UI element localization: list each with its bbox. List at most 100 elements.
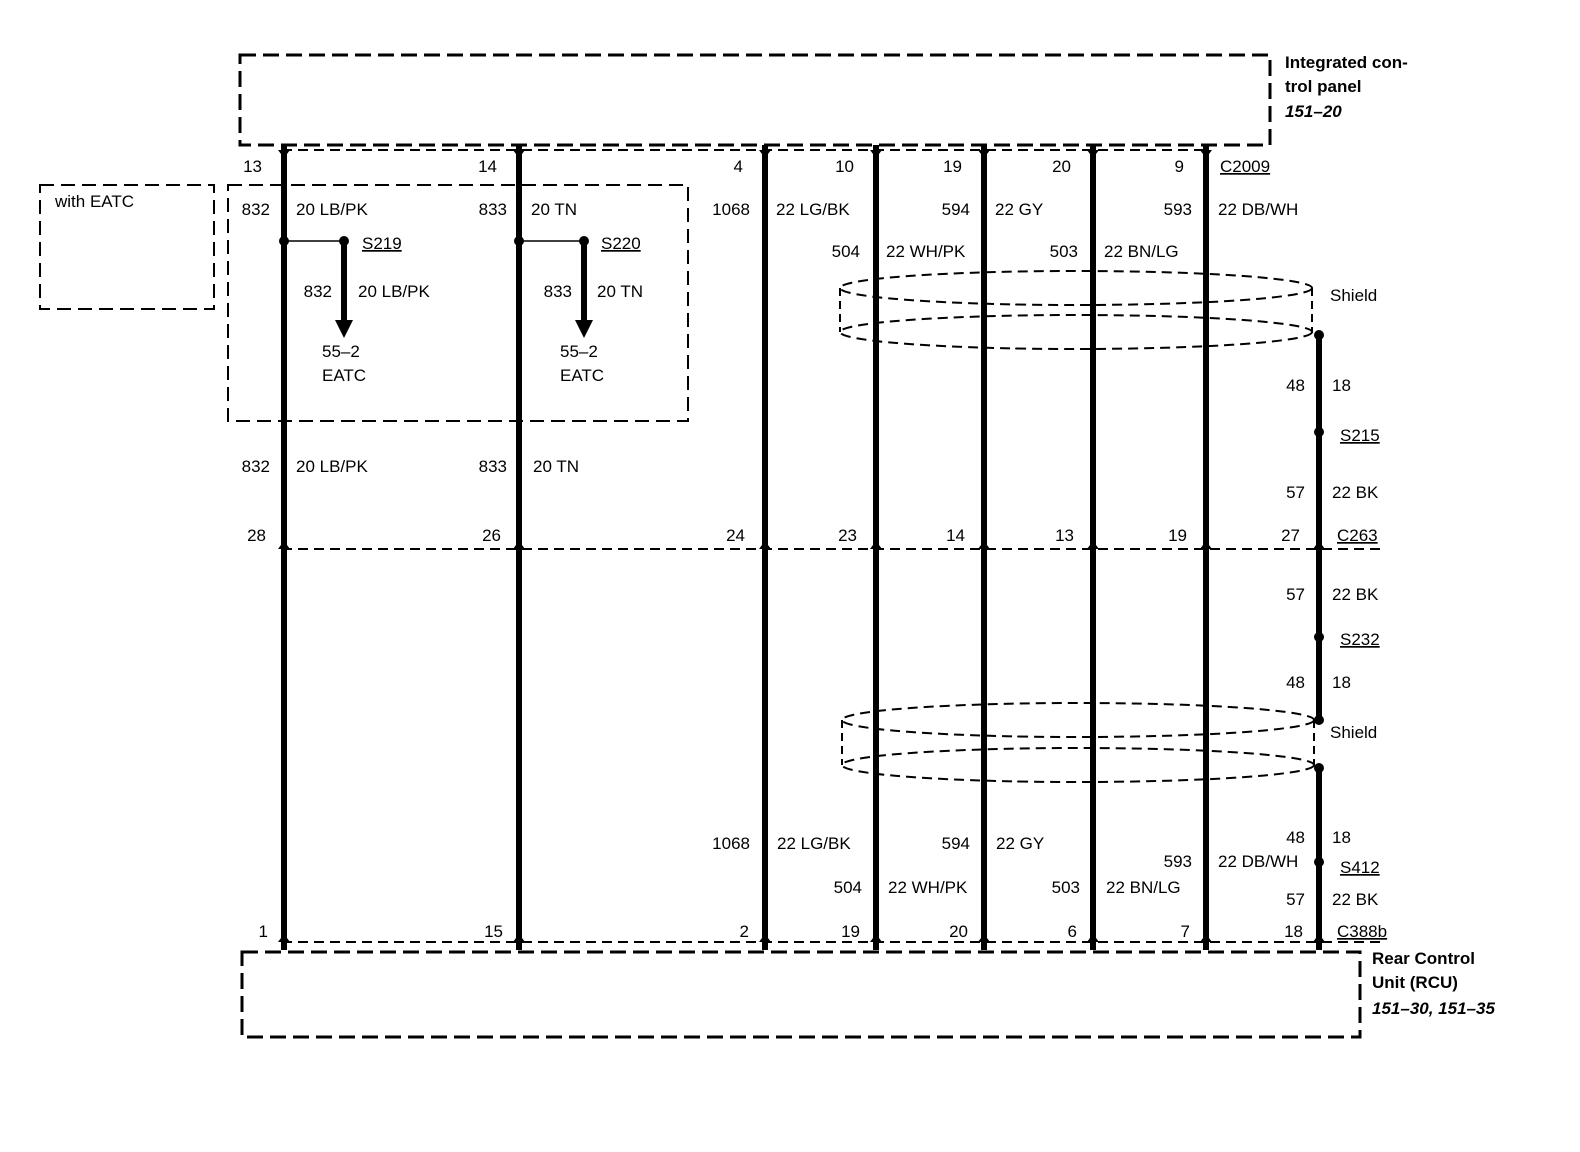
connector-c388b: C388b xyxy=(1337,922,1387,941)
splice-s219-dest2: EATC xyxy=(322,366,366,385)
eatc-option-box xyxy=(227,184,689,422)
top-pin-594: 19 xyxy=(943,157,962,176)
drain-lower-circuit-57: 57 xyxy=(1286,890,1305,909)
mid-pin-832: 28 xyxy=(247,526,266,545)
lower-circuit-594: 594 xyxy=(942,834,970,853)
drain-mid-circuit-57: 57 xyxy=(1286,585,1305,604)
upper-circuit-504: 504 xyxy=(832,242,860,261)
bottom-pin-503: 6 xyxy=(1068,922,1077,941)
bottom-pin-504: 19 xyxy=(841,922,860,941)
bottom-pin-833: 15 xyxy=(484,922,503,941)
drain-lower-gauge-18: 18 xyxy=(1332,828,1351,847)
connector-c263: C263 xyxy=(1337,526,1378,545)
splice-s215-dot xyxy=(1314,427,1324,437)
bottom-pin-832: 1 xyxy=(259,922,268,941)
upper-gauge-1068: 22 LG/BK xyxy=(776,200,850,219)
splice-s232-dot xyxy=(1314,632,1324,642)
lower-circuit-1068: 1068 xyxy=(712,834,750,853)
splice-s232-name: S232 xyxy=(1340,630,1380,649)
shield-lower xyxy=(841,702,1324,783)
splice-s220-dest1: 55–2 xyxy=(560,342,598,361)
lower-gauge-1068: 22 LG/BK xyxy=(777,834,851,853)
lower-gauge-593: 22 DB/WH xyxy=(1218,852,1298,871)
upper-gauge-503: 22 BN/LG xyxy=(1104,242,1179,261)
splice-s219-circuit: 832 xyxy=(304,282,332,301)
upper-circuit-503: 503 xyxy=(1050,242,1078,261)
with-eatc-label: with EATC xyxy=(54,192,134,211)
drain-upper-gauge-22bk: 22 BK xyxy=(1332,483,1379,502)
upper-gauge-832: 20 LB/PK xyxy=(296,200,368,219)
splice-s220-name: S220 xyxy=(601,234,641,253)
below-eatc-gauge-832: 20 LB/PK xyxy=(296,457,368,476)
mid-pin-504: 23 xyxy=(838,526,857,545)
upper-gauge-594: 22 GY xyxy=(995,200,1043,219)
rcu-title-line1: Rear Control xyxy=(1372,949,1475,968)
mid-pin-1068: 24 xyxy=(726,526,745,545)
mid-pin-833: 26 xyxy=(482,526,501,545)
drain-upper-circuit-48: 48 xyxy=(1286,376,1305,395)
shield-upper xyxy=(839,270,1324,350)
lower-circuit-504: 504 xyxy=(834,878,862,897)
upper-circuit-594: 594 xyxy=(942,200,970,219)
icp-title-line2: trol panel xyxy=(1285,77,1362,96)
bottom-pin-594: 20 xyxy=(949,922,968,941)
drain-upper-circuit-57: 57 xyxy=(1286,483,1305,502)
splice-s220-circuit: 833 xyxy=(544,282,572,301)
icp-title-line1: Integrated con- xyxy=(1285,53,1408,72)
splice-s412-name: S412 xyxy=(1340,858,1380,877)
bottom-pin-drain: 18 xyxy=(1284,922,1303,941)
splice-s219-gauge: 20 LB/PK xyxy=(358,282,430,301)
drain-mid-circuit-48: 48 xyxy=(1286,673,1305,692)
lower-circuit-503: 503 xyxy=(1052,878,1080,897)
upper-circuit-593: 593 xyxy=(1164,200,1192,219)
splice-s219 xyxy=(279,236,353,338)
shield-upper-label: Shield xyxy=(1330,286,1377,305)
splice-s219-name: S219 xyxy=(362,234,402,253)
below-eatc-circuit-833: 833 xyxy=(479,457,507,476)
pin-arrows-mid xyxy=(278,541,1325,549)
lower-circuit-593: 593 xyxy=(1164,852,1192,871)
top-pin-593: 9 xyxy=(1175,157,1184,176)
top-pin-1068: 4 xyxy=(734,157,743,176)
rear-control-unit-box xyxy=(240,950,1362,1039)
lower-gauge-594: 22 GY xyxy=(996,834,1044,853)
drain-mid-gauge-22bk: 22 BK xyxy=(1332,585,1379,604)
rcu-ref: 151–30, 151–35 xyxy=(1372,999,1495,1018)
lower-gauge-504: 22 WH/PK xyxy=(888,878,968,897)
top-pin-832: 13 xyxy=(243,157,262,176)
top-pin-504: 10 xyxy=(835,157,854,176)
connector-c2009: C2009 xyxy=(1220,157,1270,176)
top-pin-833: 14 xyxy=(478,157,497,176)
splice-s215-name: S215 xyxy=(1340,426,1380,445)
mid-pin-593: 19 xyxy=(1168,526,1187,545)
icp-ref: 151–20 xyxy=(1285,102,1342,121)
pin-arrows-top xyxy=(278,150,1212,158)
splice-s220 xyxy=(514,236,593,338)
splice-s412-dot xyxy=(1314,857,1324,867)
upper-gauge-593: 22 DB/WH xyxy=(1218,200,1298,219)
upper-gauge-504: 22 WH/PK xyxy=(886,242,966,261)
with-eatc-label-box xyxy=(39,184,215,310)
shield-lower-label: Shield xyxy=(1330,723,1377,742)
drain-lower-gauge-22bk: 22 BK xyxy=(1332,890,1379,909)
drain-lower-circuit-48: 48 xyxy=(1286,828,1305,847)
drain-mid-gauge-18: 18 xyxy=(1332,673,1351,692)
mid-pin-594: 14 xyxy=(946,526,965,545)
upper-circuit-832: 832 xyxy=(242,200,270,219)
bottom-pin-1068: 2 xyxy=(740,922,749,941)
lower-gauge-503: 22 BN/LG xyxy=(1106,878,1181,897)
below-eatc-circuit-832: 832 xyxy=(242,457,270,476)
splice-s219-dest1: 55–2 xyxy=(322,342,360,361)
integrated-control-panel-box xyxy=(238,53,1272,147)
drain-upper-gauge-18: 18 xyxy=(1332,376,1351,395)
pin-arrows-bottom xyxy=(278,934,1325,942)
splice-s220-gauge: 20 TN xyxy=(597,282,643,301)
splice-s220-dest2: EATC xyxy=(560,366,604,385)
bottom-pin-593: 7 xyxy=(1181,922,1190,941)
upper-circuit-833: 833 xyxy=(479,200,507,219)
top-pin-503: 20 xyxy=(1052,157,1071,176)
rcu-title-line2: Unit (RCU) xyxy=(1372,973,1458,992)
mid-pin-503: 13 xyxy=(1055,526,1074,545)
upper-circuit-1068: 1068 xyxy=(712,200,750,219)
